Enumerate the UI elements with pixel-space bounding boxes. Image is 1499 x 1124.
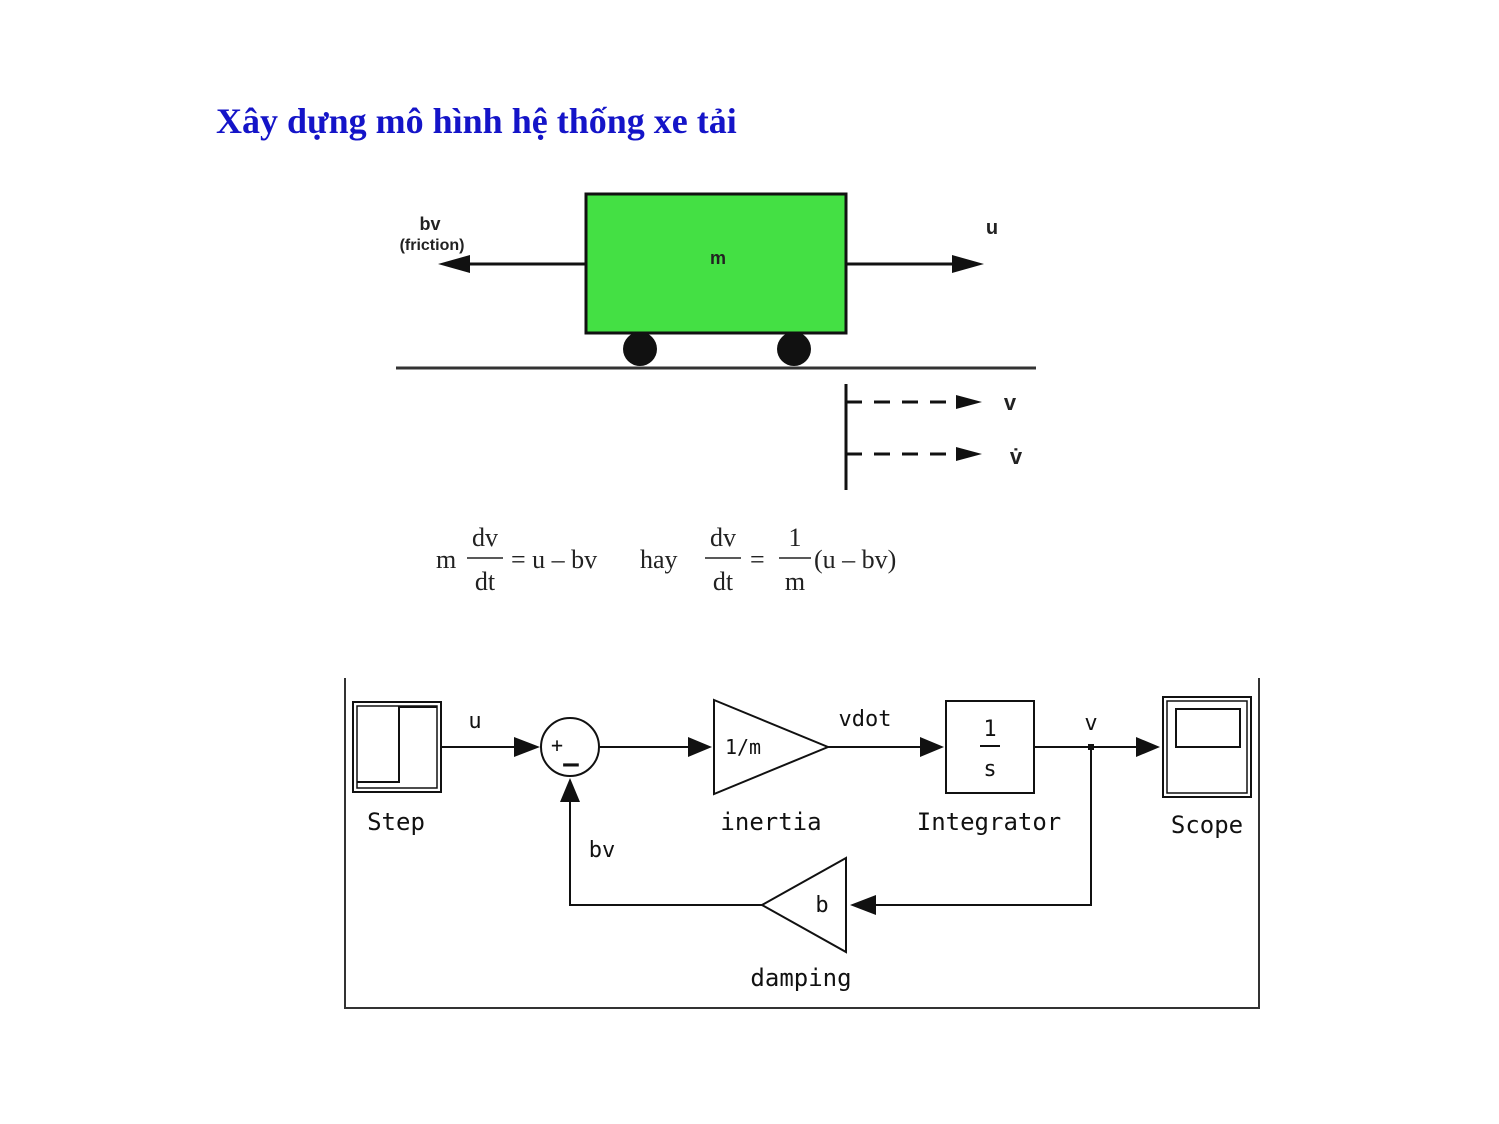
truck-body bbox=[584, 192, 848, 335]
friction-arrowhead bbox=[438, 255, 470, 273]
equation-of-motion: m dv dt = u – bv hay dv dt = 1 m (u – bv… bbox=[436, 523, 896, 596]
sum-minus-sign: – bbox=[563, 749, 579, 779]
signal-v-label: v bbox=[1084, 711, 1097, 736]
eq-frac3-den: m bbox=[785, 567, 805, 596]
signal-u-label: u bbox=[468, 709, 481, 734]
eq-frac1-den: dt bbox=[475, 567, 496, 596]
step-label: Step bbox=[367, 808, 425, 836]
model-frame bbox=[344, 678, 1260, 1009]
signal-v-arrowhead bbox=[1136, 737, 1160, 757]
scope-label: Scope bbox=[1171, 811, 1243, 839]
sum-plus-sign: + bbox=[551, 733, 563, 757]
input-arrowhead bbox=[952, 255, 984, 273]
inertia-label: inertia bbox=[720, 808, 821, 836]
truck-diagram: bv (friction) m u v v̇ bbox=[396, 192, 1036, 490]
friction-label-text: (friction) bbox=[400, 237, 465, 254]
wheel-left bbox=[623, 332, 657, 366]
damping-gain-block[interactable] bbox=[759, 856, 847, 954]
velocity-arrowhead bbox=[956, 395, 982, 409]
simulink-model: Step u + – 1/m inertia vdot 1 s Integrat… bbox=[344, 678, 1260, 1009]
feedback-wire-in bbox=[876, 747, 1092, 906]
step-block[interactable] bbox=[352, 701, 442, 793]
accel-arrowhead bbox=[956, 447, 982, 461]
eq-mid: = u – bv bbox=[511, 545, 597, 574]
wheel-right bbox=[777, 332, 811, 366]
input-label-u: u bbox=[986, 217, 998, 239]
eq-frac1-num: dv bbox=[472, 523, 498, 552]
accel-label-vdot: v̇ bbox=[1010, 444, 1023, 469]
scope-screen-icon bbox=[1175, 708, 1241, 748]
eq-frac2-num: dv bbox=[710, 523, 736, 552]
integrator-num: 1 bbox=[983, 717, 996, 742]
inertia-gain-block[interactable] bbox=[713, 698, 831, 796]
scope-block[interactable] bbox=[1162, 696, 1252, 798]
mass-label: m bbox=[710, 248, 726, 268]
signal-u-arrowhead bbox=[514, 737, 540, 757]
eq-rhs: (u – bv) bbox=[814, 545, 896, 574]
feedback-arrowhead-damping bbox=[850, 895, 876, 915]
friction-label-bv: bv bbox=[419, 214, 440, 234]
slide-title: Xây dựng mô hình hệ thống xe tải bbox=[216, 101, 737, 141]
damping-label: damping bbox=[750, 964, 851, 992]
feedback-arrowhead-sum bbox=[560, 778, 580, 802]
eq-hay: hay bbox=[640, 545, 678, 574]
damping-gain-text: b bbox=[815, 893, 828, 918]
signal-vdot-label: vdot bbox=[839, 707, 892, 732]
step-icon bbox=[357, 706, 437, 783]
signal-vdot-arrowhead bbox=[920, 737, 944, 757]
inertia-gain-text: 1/m bbox=[725, 735, 761, 759]
eq-frac2-den: dt bbox=[713, 567, 734, 596]
signal-sum-out-arrowhead bbox=[688, 737, 712, 757]
signal-bv-label: bv bbox=[589, 838, 616, 863]
velocity-label-v: v bbox=[1004, 390, 1017, 415]
integrator-label: Integrator bbox=[917, 808, 1062, 836]
feedback-wire-bv bbox=[569, 800, 762, 906]
eq-equals: = bbox=[750, 545, 765, 574]
integrator-den: s bbox=[983, 757, 996, 782]
eq-lhs-m: m bbox=[436, 545, 456, 574]
eq-frac3-num: 1 bbox=[789, 523, 802, 552]
